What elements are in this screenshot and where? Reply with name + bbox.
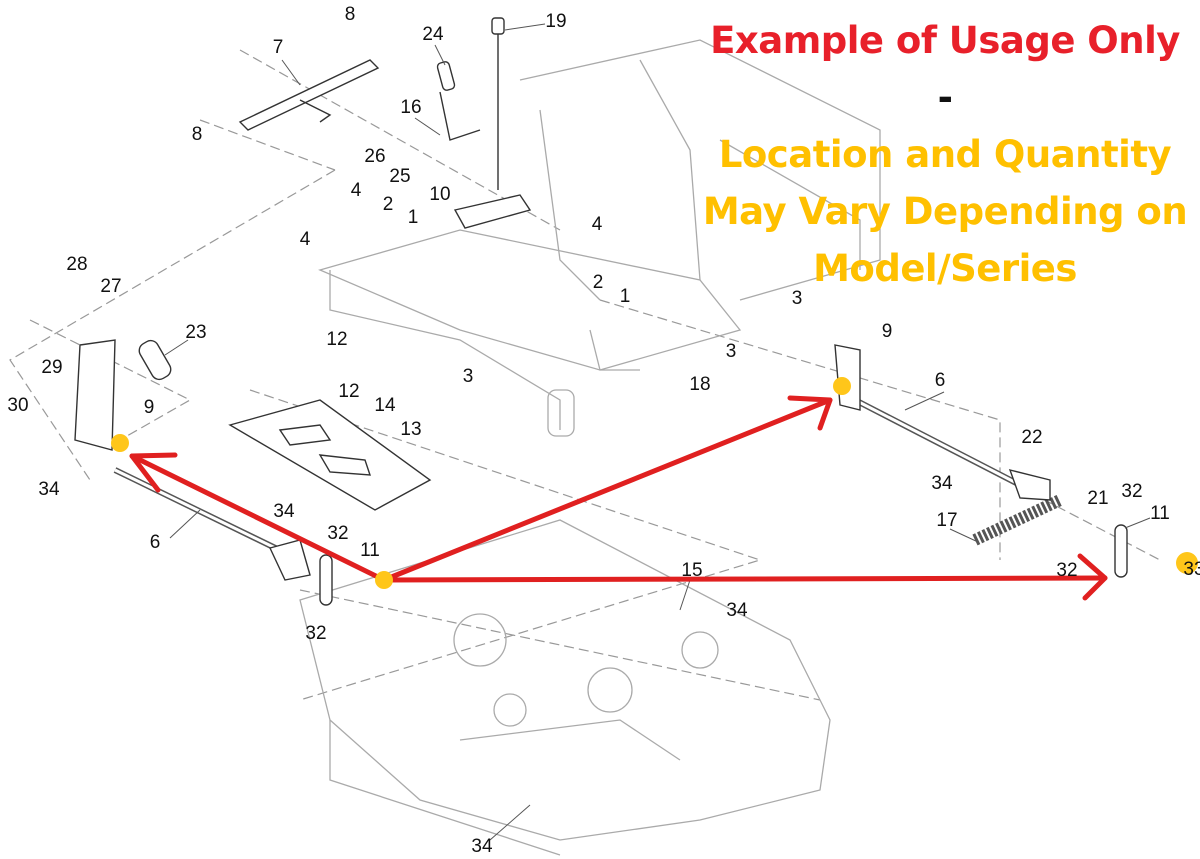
part-label: 1: [619, 286, 631, 307]
part-label: 12: [326, 329, 348, 350]
arrow-to-left-pivot: [129, 453, 387, 583]
part-label: 25: [389, 166, 411, 187]
part-label: 34: [273, 501, 295, 522]
part-label: 4: [350, 180, 362, 201]
part-label: 2: [382, 194, 394, 215]
part-label: 14: [374, 395, 396, 416]
part-label: 12: [338, 381, 360, 402]
spring-17: [972, 494, 1063, 546]
marker-right-pivot: [833, 377, 851, 395]
part-label: 1: [407, 207, 419, 228]
part-label: 8: [344, 4, 356, 25]
part-label: 34: [931, 473, 953, 494]
callout-headline: Example of Usage Only: [710, 19, 1180, 62]
part-label: 13: [400, 419, 422, 440]
part-label: 34: [38, 479, 60, 500]
part-label: 32: [1121, 481, 1143, 502]
part-label: 6: [934, 370, 946, 391]
part-label: 26: [364, 146, 386, 167]
part-label: 22: [1021, 427, 1043, 448]
part-label: 24: [422, 24, 444, 45]
part-label: 18: [689, 374, 711, 395]
marker-left-pivot: [111, 434, 129, 452]
part-label: 30: [7, 395, 29, 416]
part-label: 2: [592, 272, 604, 293]
part-label: 3: [791, 288, 803, 309]
mower-deck-outline: [299, 519, 831, 856]
link-11-left: [319, 554, 333, 606]
link-12: [228, 399, 432, 511]
part-label: 7: [272, 37, 284, 58]
plate-29: [74, 339, 116, 451]
part-label: 3: [725, 341, 737, 362]
part-label: 19: [545, 11, 567, 32]
arrow-head-right-pivot: [787, 395, 833, 431]
part-label: 34: [471, 836, 493, 857]
part-label: 29: [41, 357, 63, 378]
part-label: 6: [149, 532, 161, 553]
part-label: 16: [400, 97, 422, 118]
part-label: 8: [191, 124, 203, 145]
arrow-to-right-end: [381, 575, 1108, 583]
part-label: 4: [591, 214, 603, 235]
sleeve-23: [138, 339, 172, 381]
arrow-head-right-end: [1077, 553, 1108, 601]
knob-19: [491, 17, 505, 35]
callout-line-3: Model/Series: [813, 247, 1077, 290]
part-label: 3: [462, 366, 474, 387]
part-label: 11: [1150, 503, 1170, 524]
location-markers: [111, 377, 1198, 589]
arrows: [129, 395, 1108, 601]
part-label: 4: [299, 229, 311, 250]
part-label: 9: [143, 397, 155, 418]
arrow-head-left: [129, 452, 178, 493]
part-label: 33: [1183, 559, 1200, 580]
part-label: 10: [429, 184, 451, 205]
parts: [74, 17, 1128, 606]
part-label: 32: [1056, 560, 1078, 581]
marker-center: [375, 571, 393, 589]
callout-separator: -: [937, 76, 953, 119]
part-label: 32: [327, 523, 349, 544]
marker-right-end: [1176, 552, 1198, 574]
plate-10: [453, 194, 532, 229]
part-label: 11: [360, 540, 380, 561]
part-label: 32: [305, 623, 327, 644]
link-11-right: [1114, 524, 1128, 578]
part-label: 34: [726, 600, 748, 621]
part-label: 17: [936, 510, 958, 531]
arrow-to-right-pivot: [381, 397, 833, 583]
frame-outline: [318, 39, 881, 437]
part-label: 28: [66, 254, 88, 275]
part-label: 15: [681, 560, 703, 581]
leader-lines: [164, 23, 1151, 841]
part-label: 9: [881, 321, 893, 342]
part-label: 21: [1087, 488, 1109, 509]
lever-bracket-7: [238, 59, 380, 131]
part-label: 27: [100, 276, 122, 297]
callout-line-1: Location and Quantity: [718, 133, 1172, 176]
callout-line-2: May Vary Depending on: [702, 190, 1188, 233]
part-label: 23: [185, 322, 207, 343]
usage-callout: Example of Usage Only - Location and Qua…: [700, 12, 1190, 297]
pedal-24: [436, 61, 456, 91]
